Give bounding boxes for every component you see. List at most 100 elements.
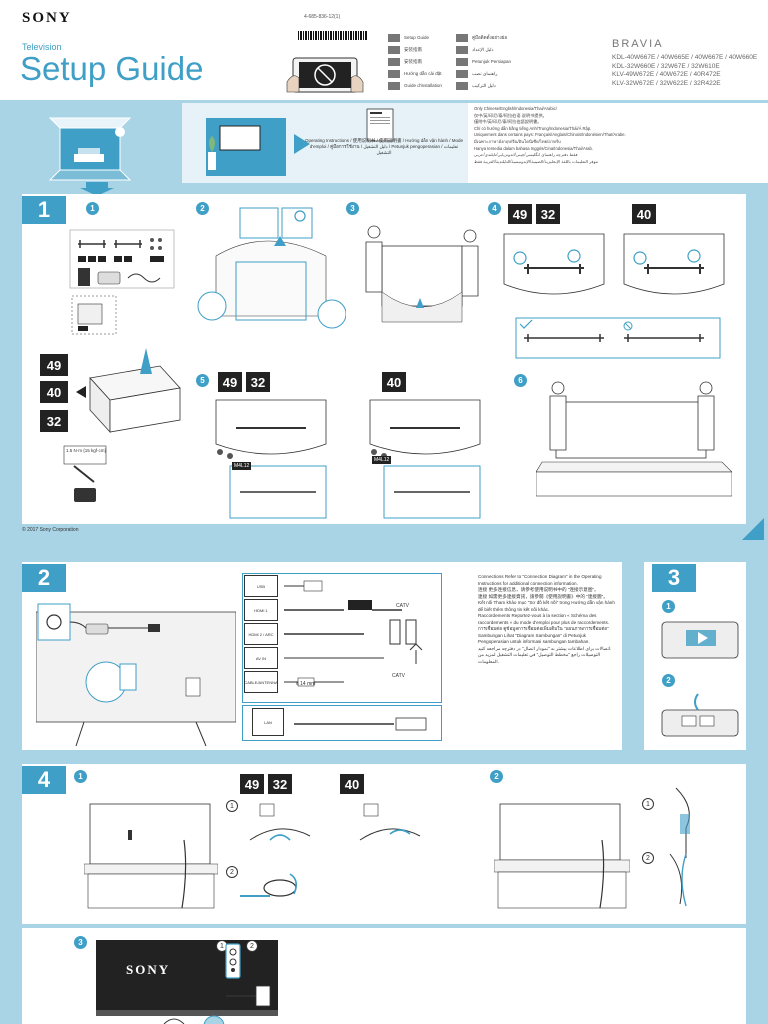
lang-row: راهنمای نصب [456, 68, 511, 79]
substep-number: 1 [86, 202, 99, 215]
lang-row: Petunjuk Persiapan [456, 56, 511, 67]
corner-fold-icon [742, 518, 764, 540]
notes-panel [468, 103, 768, 183]
step-number: 4 [22, 766, 66, 794]
size-tag-40: 40 [632, 204, 656, 224]
substep-number: 5 [196, 374, 209, 387]
lan-cable-diagram [294, 717, 427, 731]
size-tag-32: 32 [246, 372, 270, 392]
av-port-icon: AV IN [244, 647, 278, 669]
tv-back-connection-illustration [36, 603, 236, 747]
manual-booklet-icon [366, 108, 394, 142]
port-list: USB HDMI 1 HDMI 2 / ARC AV IN CABLE/ANTE… [244, 575, 278, 695]
tv-sony-logo: SONY [126, 962, 171, 977]
box-unpack-illustration [76, 348, 181, 434]
tv-stand [96, 1010, 278, 1016]
language-notes: Only Chinese/English/Indonesia/Thai/Arab… [474, 106, 626, 164]
lang-row: Guide d'installation [388, 80, 442, 91]
tv-room-illustration [206, 118, 286, 176]
place-tv-illustration [536, 381, 732, 497]
torque-label: 1.5 N·m {15 kgf·cm} [66, 448, 107, 453]
tv-rear-cable-illustration [494, 803, 630, 909]
substep-number: 2 [196, 202, 209, 215]
substep-number: 2 [662, 674, 675, 687]
step-number: 3 [652, 564, 696, 592]
hdmi1-port-icon: HDMI 1 [244, 599, 278, 621]
copyright: © 2017 Sony Corporation [22, 527, 79, 533]
cable-diagram [284, 580, 423, 687]
size-tag-40: 40 [382, 372, 406, 392]
manual-caption: Operating Instructions / 使用说明书 / 使用說明書 /… [304, 138, 464, 155]
lang-row: Setup Guide [388, 32, 442, 43]
substep-marker: 2 [226, 866, 238, 878]
size-tag-40: 40 [340, 774, 364, 794]
substep-marker: 1 [226, 800, 238, 812]
lan-port-icon: LAN [252, 708, 284, 736]
size-tag-40: 40 [40, 381, 68, 403]
power-connect-illustration [225, 943, 271, 1007]
down-arrow-icon [80, 188, 114, 196]
usb-port-icon: USB [244, 575, 278, 597]
right-arrow-icon [294, 134, 310, 154]
lang-row: คู่มือติดตั้งอย่างย่อ [456, 32, 511, 43]
screwdriver-icon [63, 445, 107, 502]
substep-number: 3 [74, 936, 87, 949]
size-tag-49: 49 [218, 372, 242, 392]
coax-size-label: ≤ 14 mm [296, 681, 316, 687]
remote-battery-open-illustration [661, 621, 739, 659]
substep-marker: 2 [246, 940, 258, 952]
size-tag-32: 32 [40, 410, 68, 432]
substep-number: 2 [490, 770, 503, 783]
language-list-left: Setup Guide 安装指南 安装指南 Hướng dẫn cài đặt … [388, 32, 442, 92]
substep-marker: 2 [642, 852, 654, 864]
size-tag-49: 49 [240, 774, 264, 794]
step-number: 2 [22, 564, 66, 592]
lang-row: دليل الإعداد [456, 44, 511, 55]
remote-signal-icon [163, 1015, 225, 1024]
remote-battery-insert-illustration [661, 693, 739, 737]
step-number: 1 [22, 196, 66, 224]
substep-number: 3 [346, 202, 359, 215]
size-tag-49: 49 [508, 204, 532, 224]
page-title: Setup Guide [20, 50, 204, 87]
substep-number: 1 [662, 600, 675, 613]
substep-marker: 1 [642, 798, 654, 810]
lang-row: 安装指南 [388, 44, 442, 55]
two-people-carry-illustration [365, 225, 479, 323]
no-hands-icon [286, 57, 364, 93]
substep-number: 4 [488, 202, 501, 215]
tv-front [96, 940, 278, 1010]
model-list: KDL-40W667E / 40W665E / 40W667E / 40W660… [612, 54, 758, 87]
barcode [298, 31, 368, 40]
language-list-right: คู่มือติดตั้งอย่างย่อ دليل الإعداد Petun… [456, 32, 511, 92]
part-number: 4-685-836-12(1) [304, 14, 341, 20]
stand-attach-illustration [503, 233, 725, 359]
lang-row: 安装指南 [388, 56, 442, 67]
room-illustration [48, 117, 132, 181]
header [0, 0, 768, 100]
product-type: Television [22, 42, 62, 52]
substep-number: 1 [74, 770, 87, 783]
catv-label: CATV [392, 673, 405, 679]
hdmi2-port-icon: HDMI 2 / ARC [244, 623, 278, 645]
lang-row: Hướng dẫn cài đặt [388, 68, 442, 79]
screw-stand-illustration [215, 399, 481, 519]
accessories-illustration [69, 229, 175, 335]
sony-logo: SONY [22, 10, 72, 26]
bravia-logo: BRAVIA [612, 38, 664, 50]
size-tag-49: 49 [40, 354, 68, 376]
lift-tv-illustration [197, 207, 346, 329]
screw-label: M4L12 [372, 456, 392, 464]
connections-text: Connections Refer to "Connection Diagram… [478, 574, 615, 664]
antenna-port-icon: CABLE/ANTENNA [244, 671, 278, 693]
down-arrow-icon [86, 182, 108, 190]
cable-clip-illustration [240, 803, 421, 897]
size-tag-32: 32 [268, 774, 292, 794]
lang-row: دليل التركيب [456, 80, 511, 91]
catv-label: CATV [396, 603, 409, 609]
screw-label: M4L12 [232, 462, 252, 470]
substep-number: 6 [514, 374, 527, 387]
stand-cable-routing-illustration [669, 787, 690, 907]
tv-rear-cable-illustration [84, 803, 218, 909]
size-tag-32: 32 [536, 204, 560, 224]
